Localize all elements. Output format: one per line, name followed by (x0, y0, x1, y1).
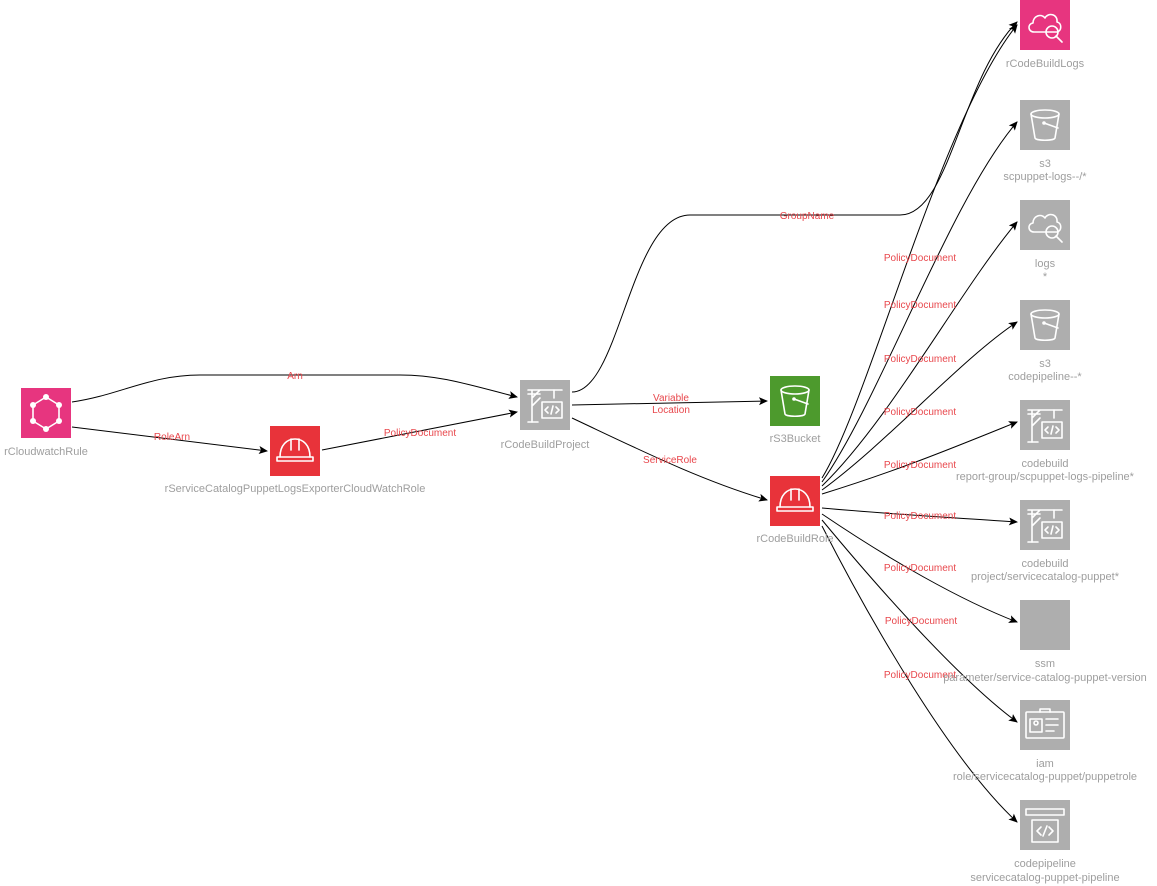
eventbridge-rule-icon (30, 394, 62, 432)
node-resource-ssm[interactable]: ssm parameter/service-catalog-puppet-ver… (943, 600, 1147, 684)
ssm-parameter-icon (1020, 600, 1070, 650)
edge-label-policy-document: PolicyDocument (884, 460, 956, 471)
node-label-resource: * (1043, 271, 1048, 283)
s3-bucket-icon (1030, 309, 1060, 342)
node-resource-codebuild-report[interactable]: codebuild report-group/scpuppet-logs-pip… (956, 400, 1135, 483)
s3-bucket-icon (1030, 109, 1060, 142)
node-codebuild-project[interactable]: rCodeBuildProject (501, 380, 590, 451)
edges (71, 21, 1018, 823)
node-resource-s3-logs[interactable]: s3 scpuppet-logs--/* (1003, 100, 1087, 183)
node-exporter-role[interactable]: rServiceCatalogPuppetLogsExporterCloudWa… (165, 426, 426, 495)
node-resource-codepipeline[interactable]: codepipeline servicecatalog-puppet-pipel… (970, 800, 1120, 884)
node-label-resource: role/servicecatalog-puppet/puppetrole (953, 771, 1137, 783)
node-label: rCloudwatchRule (4, 446, 88, 458)
codebuild-icon (1027, 409, 1063, 443)
cloudwatch-logs-icon (1028, 213, 1063, 243)
edge-role-to-logs[interactable] (821, 221, 1018, 487)
node-resource-s3-pipeline[interactable]: s3 codepipeline--* (1008, 300, 1082, 383)
edge-role-to-ssm[interactable] (821, 513, 1018, 623)
node-label-resource: parameter/service-catalog-puppet-version (943, 672, 1147, 684)
edge-label-arn: Arn (287, 371, 303, 382)
node-label: rS3Bucket (770, 433, 821, 445)
node-label-service: codebuild (1021, 458, 1068, 470)
edge-label-policy-document: PolicyDocument (884, 253, 956, 264)
edge-role-to-pipeline[interactable] (821, 525, 1018, 823)
edge-labels: Arn RoleArn PolicyDocument GroupName Var… (154, 211, 957, 681)
edge-role-to-cb-project[interactable] (821, 507, 1018, 526)
node-resource-iam[interactable]: iam role/servicecatalog-puppet/puppetrol… (953, 700, 1137, 783)
node-label: rServiceCatalogPuppetLogsExporterCloudWa… (165, 483, 426, 495)
edge-role-to-cb-report[interactable] (821, 421, 1018, 495)
node-label-service: s3 (1039, 158, 1051, 170)
edge-label-policy-document: PolicyDocument (884, 563, 956, 574)
codepipeline-icon (1025, 808, 1065, 843)
edge-arn[interactable] (71, 374, 518, 403)
edge-label-group-name: GroupName (780, 211, 835, 222)
edge-label-policy-document: PolicyDocument (384, 428, 456, 439)
iam-role-helmet-icon (276, 438, 314, 462)
edge-label-policy-document: PolicyDocument (884, 354, 956, 365)
edge-label-policy-document: PolicyDocument (884, 300, 956, 311)
edge-label-service-role: ServiceRole (643, 455, 697, 466)
cloudwatch-logs-icon (1028, 13, 1063, 43)
edge-label-policy-document: PolicyDocument (884, 407, 956, 418)
node-label: rCodeBuildLogs (1006, 58, 1085, 70)
node-label-service: iam (1036, 758, 1054, 770)
iam-identity-icon (1025, 708, 1065, 739)
edge-role-arn[interactable] (71, 426, 268, 454)
edge-label-policy-document: PolicyDocument (884, 670, 956, 681)
edge-role-to-iam[interactable] (821, 519, 1018, 723)
node-cloudwatch-rule[interactable]: rCloudwatchRule (4, 388, 88, 458)
iam-role-helmet-icon (776, 488, 814, 512)
edge-role-to-s3-pipeline[interactable] (821, 321, 1018, 491)
node-resource-codebuild-project[interactable]: codebuild project/servicecatalog-puppet* (971, 500, 1120, 583)
node-codebuild-role[interactable]: rCodeBuildRole (756, 476, 834, 545)
node-label-resource: project/servicecatalog-puppet* (971, 571, 1120, 583)
edge-label-variable: Variable (653, 393, 689, 404)
edge-label-role-arn: RoleArn (154, 432, 190, 443)
node-s3-bucket[interactable]: rS3Bucket (770, 376, 821, 445)
node-label-service: logs (1035, 258, 1056, 270)
node-label-resource: scpuppet-logs--/* (1003, 171, 1087, 183)
node-label-service: codepipeline (1014, 858, 1076, 870)
node-label-service: codebuild (1021, 558, 1068, 570)
node-resource-logs[interactable]: logs * (1020, 200, 1070, 283)
node-label: rCodeBuildProject (501, 439, 590, 451)
edge-label-location: Location (652, 405, 690, 416)
node-label: rCodeBuildRole (756, 533, 833, 545)
codebuild-icon (1027, 509, 1063, 543)
edge-role-to-s3-logs[interactable] (821, 121, 1018, 483)
edge-policy-to-project[interactable] (321, 409, 518, 451)
edge-variable-location[interactable] (571, 397, 768, 406)
edge-service-role[interactable] (571, 417, 768, 502)
edge-label-policy-document: PolicyDocument (885, 616, 957, 627)
node-label-resource: report-group/scpuppet-logs-pipeline* (956, 471, 1135, 483)
node-label-resource: codepipeline--* (1008, 371, 1082, 383)
node-label-service: ssm (1035, 658, 1055, 670)
node-label-service: s3 (1039, 358, 1051, 370)
node-label-resource: servicecatalog-puppet-pipeline (970, 872, 1119, 884)
node-codebuild-logs[interactable]: rCodeBuildLogs (1006, 0, 1085, 70)
edge-label-policy-document: PolicyDocument (884, 511, 956, 522)
edge-group-name[interactable] (571, 21, 1018, 393)
s3-bucket-icon (780, 385, 810, 418)
codebuild-icon (527, 389, 563, 423)
edge-role-to-codebuild-logs[interactable] (821, 24, 1018, 479)
